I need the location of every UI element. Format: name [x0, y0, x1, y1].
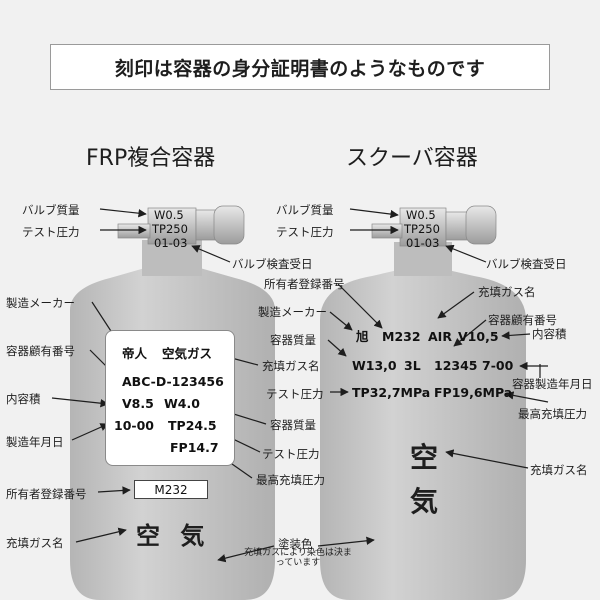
frp-label-valve-date: バルブ検査受日: [232, 257, 313, 271]
arrow-paint-right: [317, 536, 375, 547]
scuba-stamp-test-pressure: TP250: [404, 222, 440, 236]
arrow-scuba-volume: [501, 331, 531, 340]
frp-valve: [147, 207, 197, 245]
arrow-scuba-weight: [327, 339, 347, 357]
frp-owner-box: M232: [134, 480, 208, 499]
frp-label-maker: 製造メーカー: [6, 296, 75, 310]
scuba-gas-name-2: 気: [410, 485, 439, 518]
scuba-label-test-pressure: テスト圧力: [276, 225, 334, 239]
scuba-stamp-volume: V10,5: [458, 329, 499, 344]
scuba-gas-name-1: 空: [410, 441, 439, 474]
scuba-stamp-valve-weight: W0.5: [406, 208, 436, 222]
arrow-scuba-gas: [437, 291, 475, 319]
frp-plate-gas: 空気ガス: [162, 346, 213, 361]
frp-stamp-valve-date: 01-03: [154, 236, 188, 250]
frp-label-valve-weight: バルブ質量: [22, 203, 80, 217]
scuba-label-fill-gas-2: 充填ガス名: [530, 463, 588, 477]
frp-plate-volume: V8.5: [122, 396, 154, 411]
scuba-stamp-serial: 12345: [434, 358, 478, 373]
arrow-frp-valve-weight: [99, 208, 147, 218]
scuba-body: [320, 270, 526, 600]
arrow-scuba-owner: [337, 283, 383, 329]
frp-plate-serial: ABC-D-123456: [122, 374, 224, 389]
arrow-frp-volume: [51, 397, 109, 408]
scuba-label-customer-no: 容器顧有番号: [488, 313, 557, 327]
frp-plate-tp: TP24.5: [168, 418, 217, 433]
scuba-stamp-tp: TP32,7MPa: [352, 385, 431, 400]
frp-knob: [195, 209, 217, 241]
scuba-knob: [445, 211, 469, 241]
scuba-label-volume: 内容積: [532, 327, 567, 341]
scuba-label-valve-weight: バルブ質量: [276, 203, 334, 217]
frp-plate-fp: FP14.7: [170, 440, 219, 455]
scuba-label-owner-reg: 所有者登録番号: [264, 277, 345, 291]
frp-plate-weight: W4.0: [164, 396, 200, 411]
frp-label-max-fill: 最高充填圧力: [256, 473, 325, 487]
scuba-label-weight: 容器質量: [270, 333, 316, 347]
scuba-cylinder: [320, 205, 526, 600]
arrow-frp-owner: [97, 486, 131, 495]
scuba-arrows: [327, 208, 549, 469]
frp-label-weight: 容器質量: [270, 418, 316, 432]
frp-stamp-test-pressure: TP250: [152, 222, 188, 236]
scuba-stamp-owner: M232: [382, 329, 421, 344]
scuba-label-valve-date: バルブ検査受日: [486, 257, 567, 271]
arrow-frp-fillgas: [75, 527, 127, 543]
scuba-stamp-gas: AIR: [428, 329, 452, 344]
scuba-stamp-date: 7-00: [482, 358, 514, 373]
frp-label-volume: 内容積: [6, 392, 41, 406]
scuba-heading: スクーバ容器: [346, 146, 478, 171]
scuba-stamp-maker: 旭: [356, 329, 369, 344]
scuba-label-maker: 製造メーカー: [258, 305, 327, 319]
arrow-scuba-fillgas: [445, 449, 529, 469]
scuba-label-fill-gas: 充填ガス名: [478, 285, 536, 299]
frp-label-customer-no: 容器顧有番号: [6, 344, 75, 358]
scuba-neck: [394, 242, 452, 276]
scuba-stamp-fp: FP19,6MPa: [434, 385, 513, 400]
arrow-scuba-valve-date: [445, 244, 487, 263]
frp-plate-date: 10-00: [114, 418, 154, 433]
frp-label-mfg-date: 製造年月日: [6, 435, 64, 449]
frp-plate-maker: 帝人: [122, 346, 148, 361]
page-title: 刻印は容器の身分証明書のようなものです: [50, 44, 550, 90]
frp-knob-cap: [213, 205, 245, 245]
scuba-stamp-weight: W13,0: [352, 358, 397, 373]
frp-label-fill-gas: 充填ガス名: [6, 536, 64, 550]
frp-label-fill-gas-right: 充填ガス名: [262, 359, 320, 373]
arrow-scuba-customer: [453, 319, 487, 347]
scuba-label-max-fill: 最高充填圧力: [518, 407, 587, 421]
arrow-frp-valve-date: [191, 245, 231, 263]
scuba-label-mfg-date: 容器製造年月日: [512, 377, 593, 391]
paint-label: 塗装色: [278, 537, 313, 551]
frp-gas-name: 空 気: [136, 522, 211, 550]
scuba-label-test-pressure-2: テスト圧力: [266, 387, 324, 401]
frp-heading: FRP複合容器: [86, 146, 216, 171]
arrow-scuba-fp: [505, 391, 549, 403]
scuba-stamp-valve-date: 01-03: [406, 236, 440, 250]
arrow-frp-mfgdate: [71, 423, 109, 441]
scuba-valve: [399, 207, 447, 247]
scuba-stamp-liters: 3L: [404, 358, 421, 373]
arrow-scuba-maker: [329, 311, 353, 331]
frp-label-test-pressure: テスト圧力: [22, 225, 80, 239]
frp-label-test-pressure-right: テスト圧力: [262, 447, 320, 461]
frp-valve-stem: [117, 223, 151, 239]
arrow-scuba-valve-weight: [349, 208, 399, 219]
frp-stamp-valve-weight: W0.5: [154, 208, 184, 222]
scuba-valve-stem: [371, 223, 403, 239]
arrow-paint-left: [217, 545, 275, 563]
frp-stamp-plate: [105, 330, 235, 466]
scuba-knob-cap: [465, 205, 497, 245]
frp-label-owner-reg: 所有者登録番号: [6, 487, 87, 501]
paint-note: 充填ガスにより染色は決まっています: [244, 548, 352, 569]
